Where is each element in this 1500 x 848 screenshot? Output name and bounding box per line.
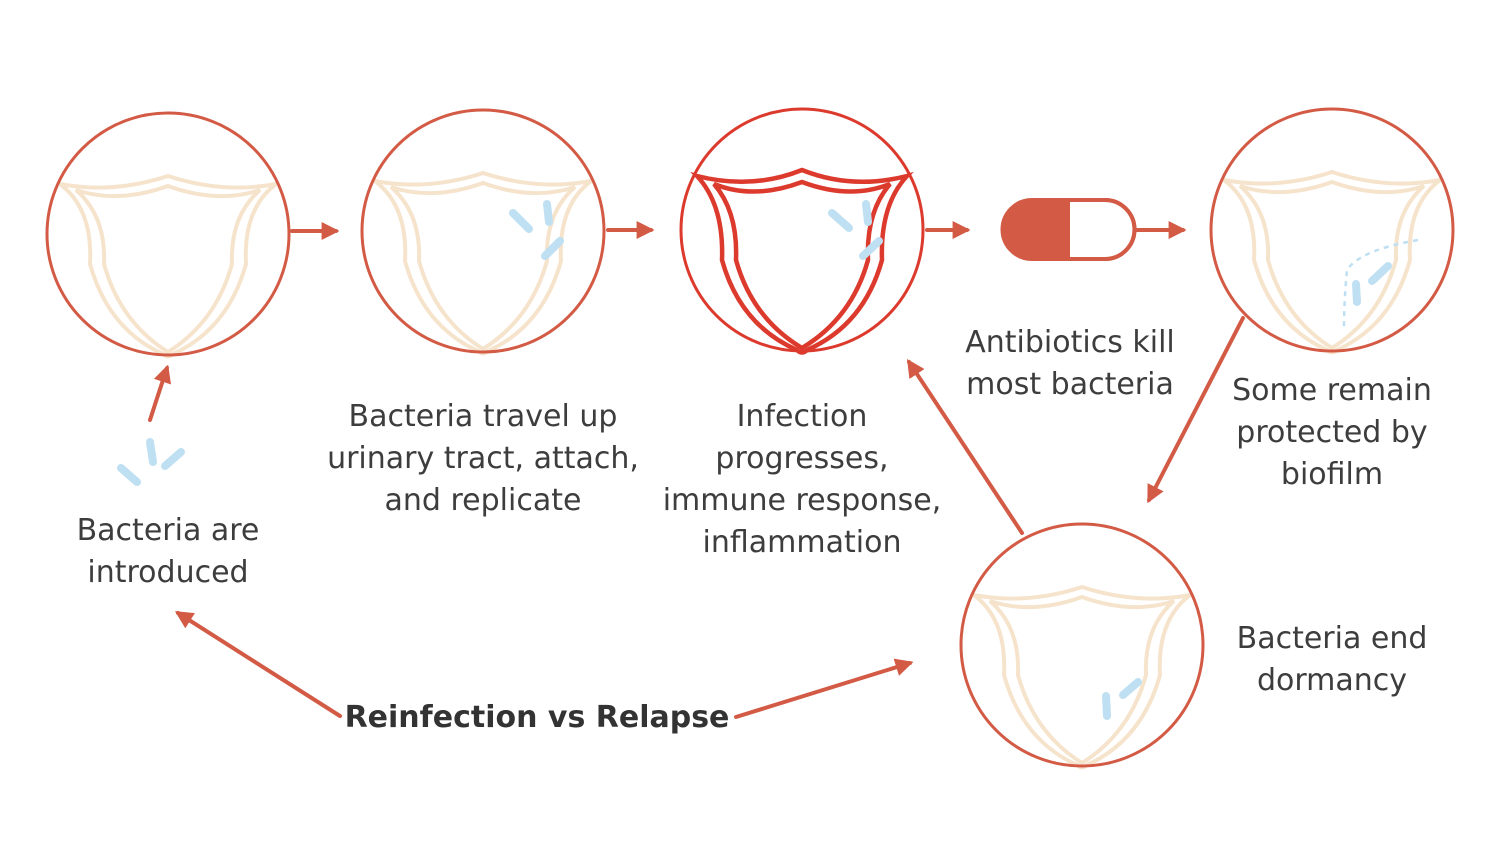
stage-1-bladder-icon — [45, 111, 291, 359]
biofilm-outline — [1342, 238, 1419, 331]
step-5-label: Some remain protected by biofilm — [1232, 373, 1432, 492]
stage-2-bladder-icon — [360, 108, 606, 356]
arrow-6-to-3 — [907, 358, 1024, 535]
step-1-label: Bacteria are introduced — [76, 513, 260, 590]
stage-2-bacteria-icon — [509, 200, 564, 260]
stage-5-bladder-icon — [1209, 107, 1455, 355]
stage-5-bacteria-icon — [1352, 262, 1392, 306]
stage-6-bacteria-icon — [1102, 678, 1142, 720]
step-2-label: Bacteria travel up urinary tract, attach… — [327, 399, 639, 518]
stage-1-bacteria-icon — [117, 438, 185, 486]
step-6-label: Bacteria end dormancy — [1236, 621, 1428, 698]
pill-capsule-icon — [1000, 198, 1137, 261]
arrow-5-to-6 — [1147, 316, 1245, 504]
reinfection-vs-relapse-label: Reinfection vs Relapse — [344, 700, 730, 735]
stage-6-bladder-icon — [959, 522, 1205, 770]
arrow-center-to-1 — [174, 611, 342, 718]
step-4-label: Antibiotics kill most bacteria — [965, 325, 1175, 402]
step-3-label: Infection progresses, immune response, i… — [662, 399, 942, 560]
stage-3-inflamed-bladder-icon — [679, 107, 925, 355]
arrows — [148, 221, 1245, 719]
arrow-center-to-6 — [734, 658, 914, 719]
arrow-bacteria-into-1 — [148, 364, 171, 422]
stage-3-bacteria-icon — [828, 200, 883, 260]
